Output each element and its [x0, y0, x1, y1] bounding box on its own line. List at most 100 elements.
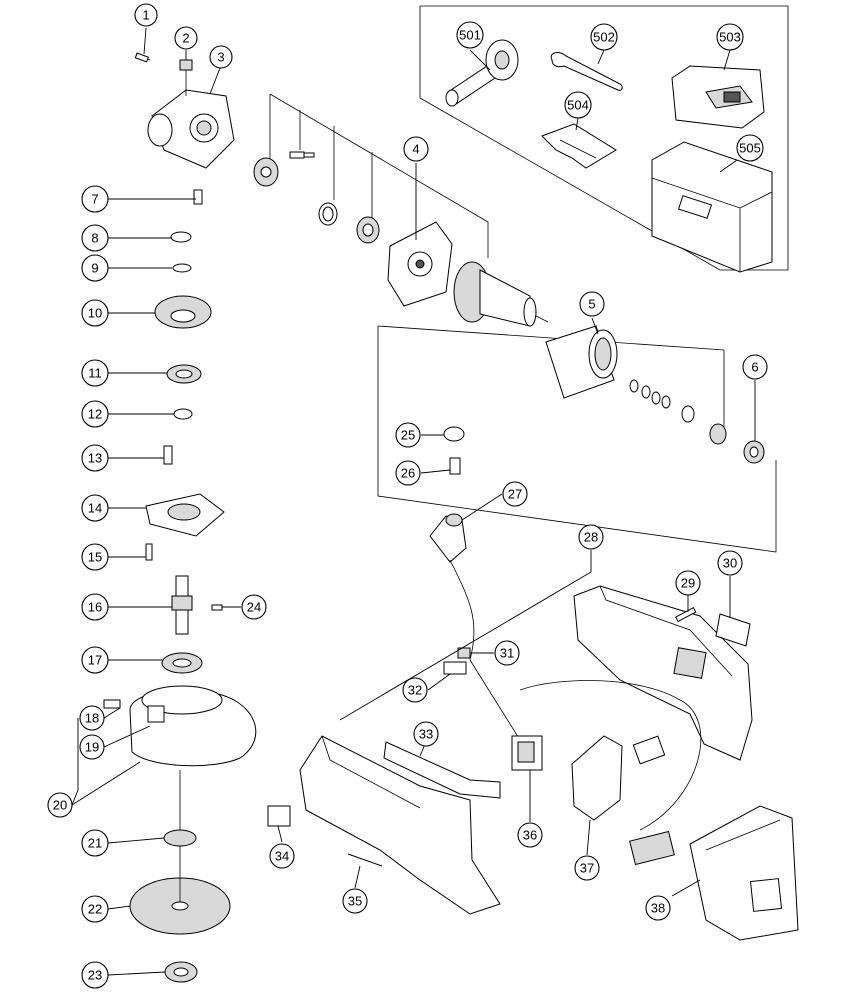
snap-ring-8-part — [170, 231, 192, 243]
wrench-part — [550, 52, 623, 91]
callout-1: 1 — [134, 3, 158, 27]
svg-text:504: 504 — [567, 98, 589, 113]
label-34-part — [267, 805, 291, 827]
bearing-11-part — [166, 364, 202, 384]
svg-text:30: 30 — [723, 556, 737, 571]
callout-16: 16 — [81, 593, 109, 621]
brush-holder-27-part — [429, 513, 521, 741]
felt-17-part — [161, 652, 203, 674]
switch-lever-30-part — [715, 613, 751, 647]
lock-pin-7-part — [193, 189, 203, 205]
accessory-panel — [419, 5, 789, 271]
bevel-gear-10-part — [154, 295, 212, 329]
stator-part — [545, 325, 618, 399]
armature-part — [453, 261, 549, 327]
svg-text:12: 12 — [88, 407, 102, 422]
brush-cap-25-part — [443, 426, 465, 442]
svg-text:18: 18 — [85, 711, 99, 726]
callout-4: 4 — [403, 136, 429, 162]
callout-14: 14 — [81, 494, 109, 522]
callout-504: 504 — [564, 91, 592, 119]
svg-text:3: 3 — [217, 50, 224, 65]
svg-text:502: 502 — [593, 30, 615, 45]
armature-assembly-lines — [269, 93, 777, 553]
packing-gland-14-part — [145, 493, 225, 537]
label-32-part — [443, 661, 467, 675]
wheel-guard-20-part — [129, 685, 257, 767]
charger-part — [671, 65, 765, 129]
svg-text:6: 6 — [751, 360, 758, 375]
svg-text:21: 21 — [88, 836, 102, 851]
callout-37: 37 — [574, 855, 600, 881]
svg-text:34: 34 — [275, 849, 289, 864]
callout-5: 5 — [579, 291, 605, 317]
screw-29-part — [675, 606, 697, 623]
callout-22: 22 — [81, 895, 109, 923]
callout-7: 7 — [81, 185, 109, 213]
callout-30: 30 — [717, 550, 743, 576]
callout-8: 8 — [81, 224, 109, 252]
svg-text:28: 28 — [584, 530, 598, 545]
callout-29: 29 — [675, 570, 701, 596]
callout-26: 26 — [395, 460, 421, 486]
callout-9: 9 — [81, 254, 109, 282]
svg-text:15: 15 — [88, 550, 102, 565]
screw-15-part — [145, 543, 153, 561]
wheel-nut-23-part — [164, 961, 198, 983]
housing-a-28-part — [573, 585, 753, 761]
retaining-ring-part — [318, 202, 338, 226]
callout-27: 27 — [502, 481, 528, 507]
svg-text:32: 32 — [408, 683, 422, 698]
svg-text:23: 23 — [88, 968, 102, 983]
svg-text:24: 24 — [247, 600, 261, 615]
svg-text:25: 25 — [401, 428, 415, 443]
svg-text:27: 27 — [508, 487, 522, 502]
svg-text:19: 19 — [85, 740, 99, 755]
svg-text:26: 26 — [401, 466, 415, 481]
washer-set-part — [629, 379, 727, 445]
svg-text:13: 13 — [88, 451, 102, 466]
callout-36: 36 — [517, 822, 543, 848]
spindle-16-part — [171, 575, 193, 635]
screw-part — [289, 151, 315, 159]
gear-case-part — [147, 89, 235, 169]
callout-20: 20 — [47, 792, 73, 818]
callout-17: 17 — [81, 646, 109, 674]
side-handle-part — [445, 39, 519, 107]
svg-text:9: 9 — [91, 261, 98, 276]
carrying-case-part — [651, 141, 773, 273]
battery-38-part — [689, 805, 799, 941]
battery-cover-part — [541, 123, 617, 169]
callout-32: 32 — [402, 677, 428, 703]
svg-text:8: 8 — [91, 231, 98, 246]
svg-text:31: 31 — [500, 646, 514, 661]
callout-23: 23 — [81, 961, 109, 989]
svg-text:1: 1 — [142, 8, 149, 23]
screw-1-part — [134, 52, 151, 63]
callout-10: 10 — [81, 299, 109, 327]
callout-505: 505 — [736, 134, 764, 162]
svg-text:14: 14 — [88, 501, 102, 516]
controller-37-part — [519, 680, 702, 866]
svg-text:38: 38 — [651, 901, 665, 916]
svg-text:5: 5 — [588, 297, 595, 312]
callout-3: 3 — [209, 45, 233, 69]
svg-text:10: 10 — [88, 306, 102, 321]
svg-text:11: 11 — [88, 366, 102, 381]
callout-13: 13 — [81, 444, 109, 472]
svg-text:33: 33 — [419, 727, 433, 742]
callout-35: 35 — [342, 888, 368, 914]
inner-cover-part — [387, 221, 453, 307]
callout-31: 31 — [494, 640, 520, 666]
callout-19: 19 — [79, 734, 105, 760]
callout-15: 15 — [81, 543, 109, 571]
callout-25: 25 — [395, 422, 421, 448]
bolt-18-part — [103, 699, 121, 709]
key-24-part — [211, 604, 223, 611]
callout-18: 18 — [79, 705, 105, 731]
callout-38: 38 — [645, 895, 671, 921]
wheel-washer-21-part — [163, 770, 197, 847]
callout-501: 501 — [456, 21, 484, 49]
callout-503: 503 — [716, 23, 744, 51]
